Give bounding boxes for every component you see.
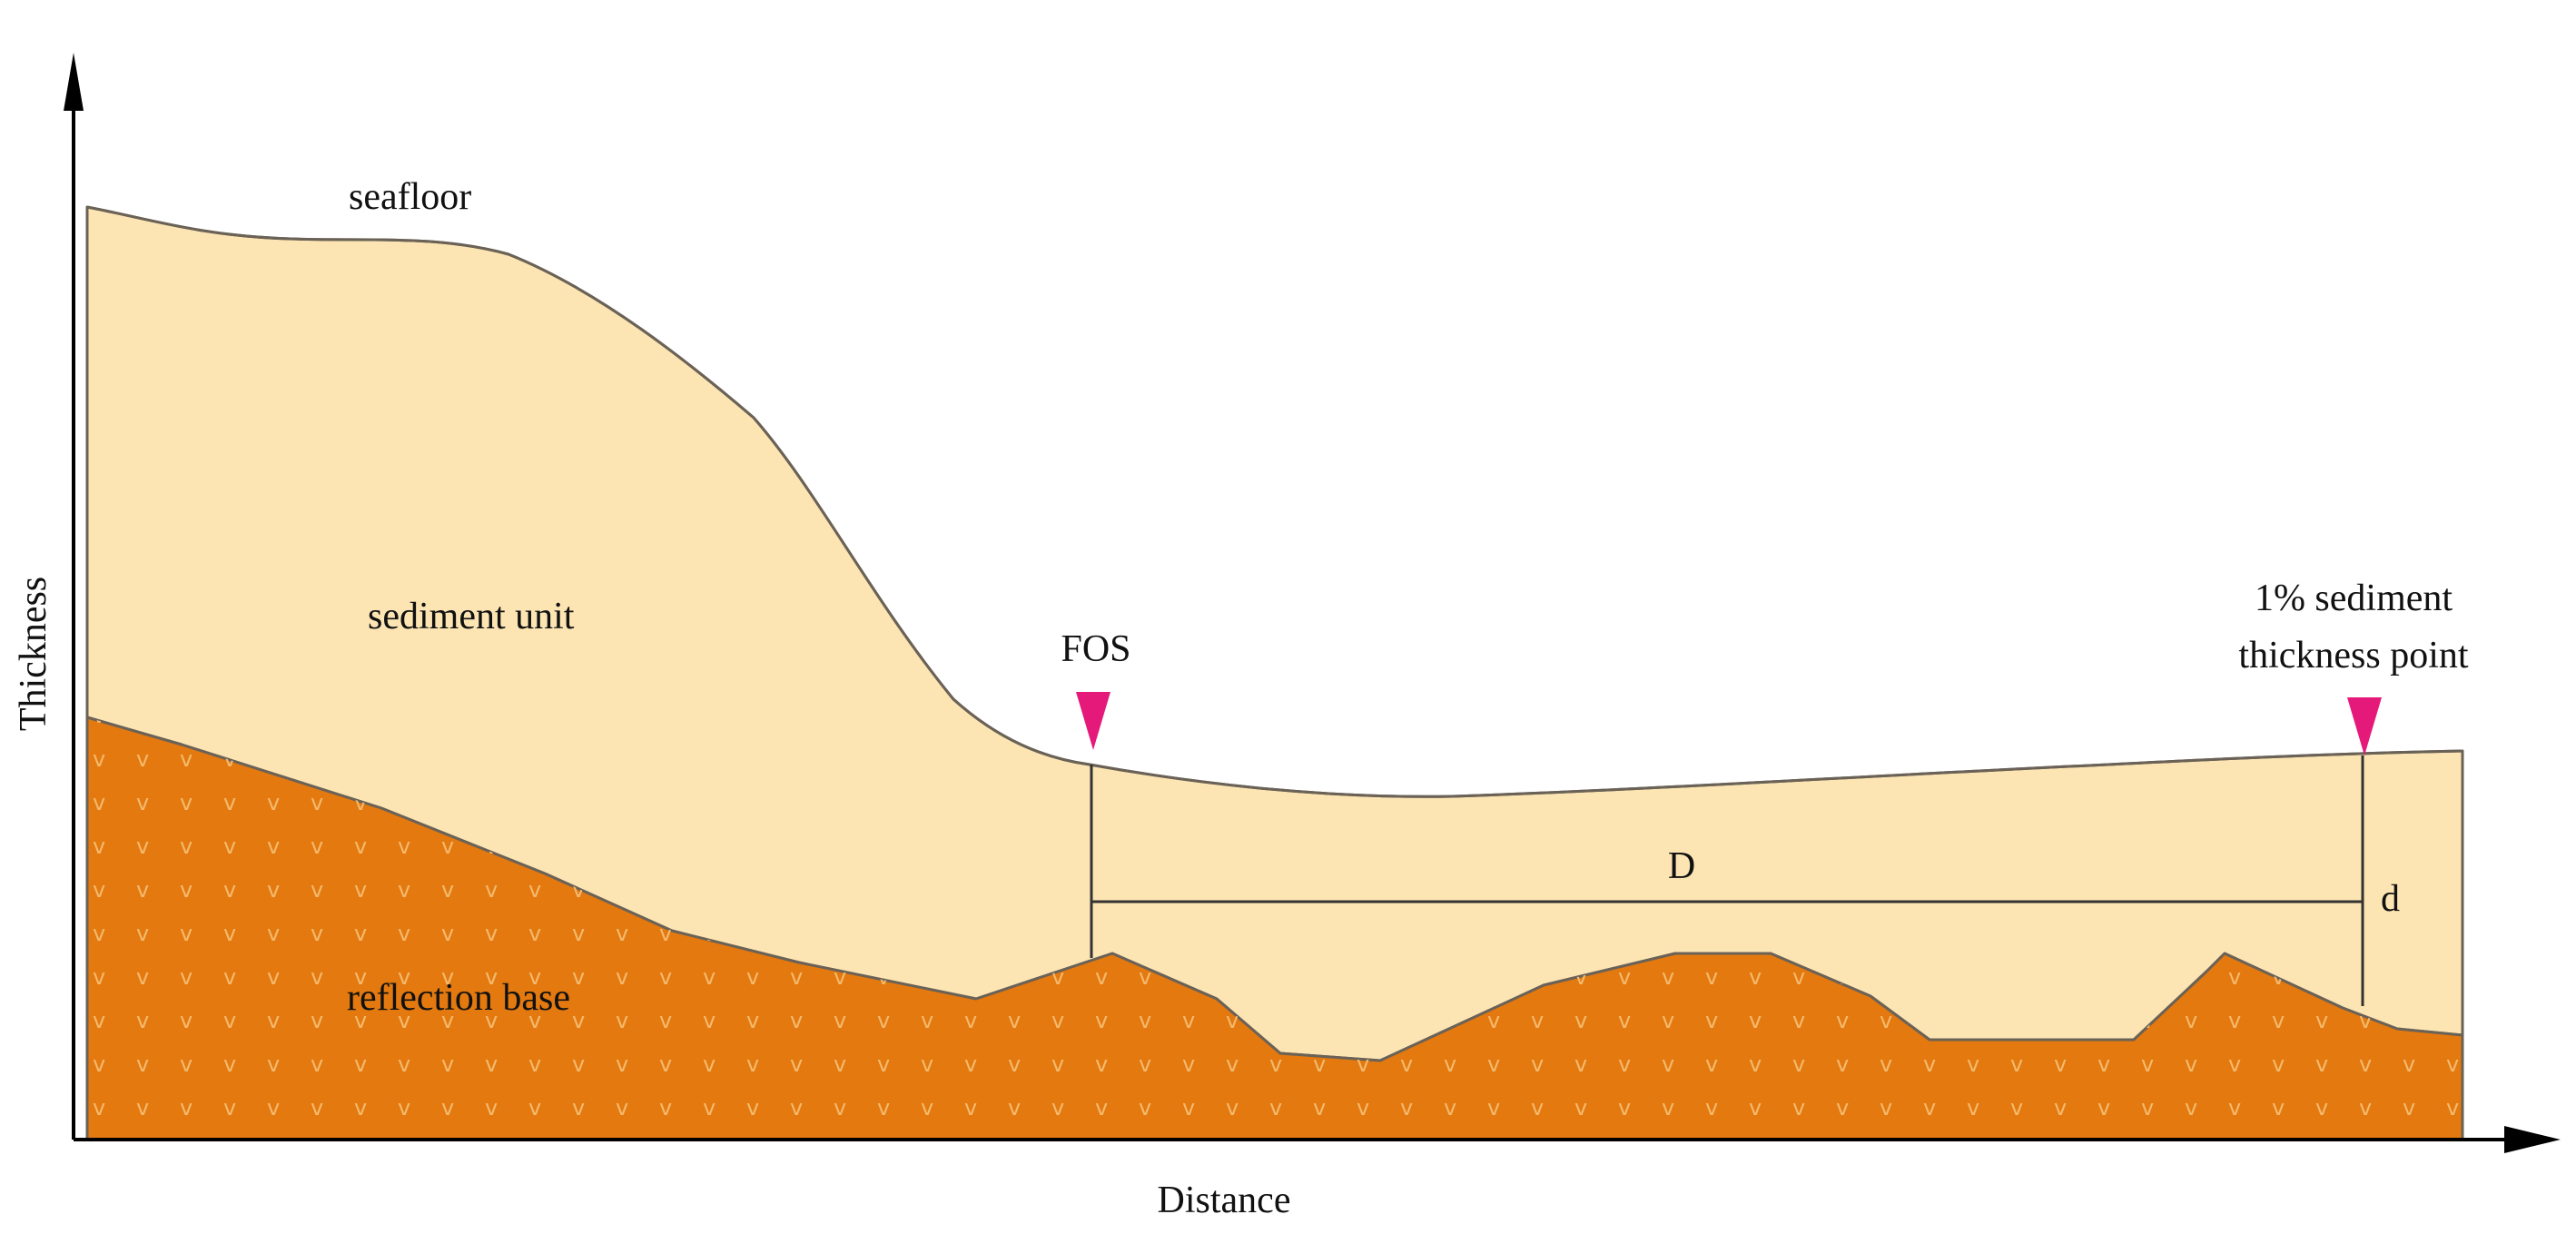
one-percent-label-line2: thickness point [2238, 635, 2468, 676]
x-axis-arrow-icon [2504, 1126, 2561, 1153]
seafloor-label: seafloor [349, 176, 471, 218]
fos-label: FOS [1061, 628, 1130, 670]
reflection-base-label: reflection base [347, 977, 570, 1019]
y-axis-label: Thickness [13, 577, 54, 731]
one-percent-label-line1: 1% sediment [2255, 578, 2453, 619]
reflection-base-pattern [87, 717, 2462, 1140]
fos-marker-icon [1076, 692, 1110, 750]
seafloor-line [86, 205, 2463, 798]
y-axis-arrow-icon [64, 53, 84, 111]
x-axis-label: Distance [1158, 1180, 1291, 1221]
sediment-unit-label: sediment unit [368, 596, 575, 637]
distance-d-label: D [1668, 845, 1695, 887]
one-percent-marker-icon [2347, 697, 2382, 755]
thickness-d-label: d [2381, 878, 2400, 920]
